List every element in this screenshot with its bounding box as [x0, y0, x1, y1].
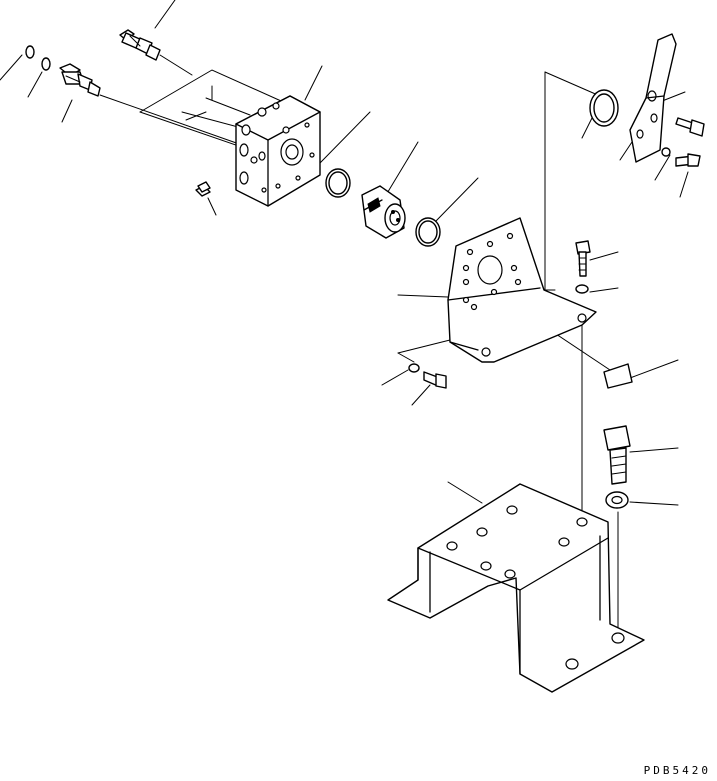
bracket-bolt — [604, 426, 630, 508]
lever — [630, 34, 676, 162]
plate-bolt-lower — [409, 364, 446, 388]
drawing-code: PDB5420 — [643, 764, 711, 777]
plug — [196, 182, 210, 196]
valve-cartridge — [362, 186, 405, 238]
valve-body — [236, 96, 320, 206]
adapter-fitting — [60, 64, 100, 96]
plate-bolt-upper — [576, 241, 590, 293]
lever-bolt — [662, 118, 704, 166]
o-ring-small-a — [26, 46, 34, 58]
base-bracket — [388, 484, 644, 692]
mounting-plate — [448, 218, 596, 362]
tag-label — [604, 364, 632, 388]
union-fitting — [120, 30, 160, 60]
o-ring-small-b — [42, 58, 50, 70]
